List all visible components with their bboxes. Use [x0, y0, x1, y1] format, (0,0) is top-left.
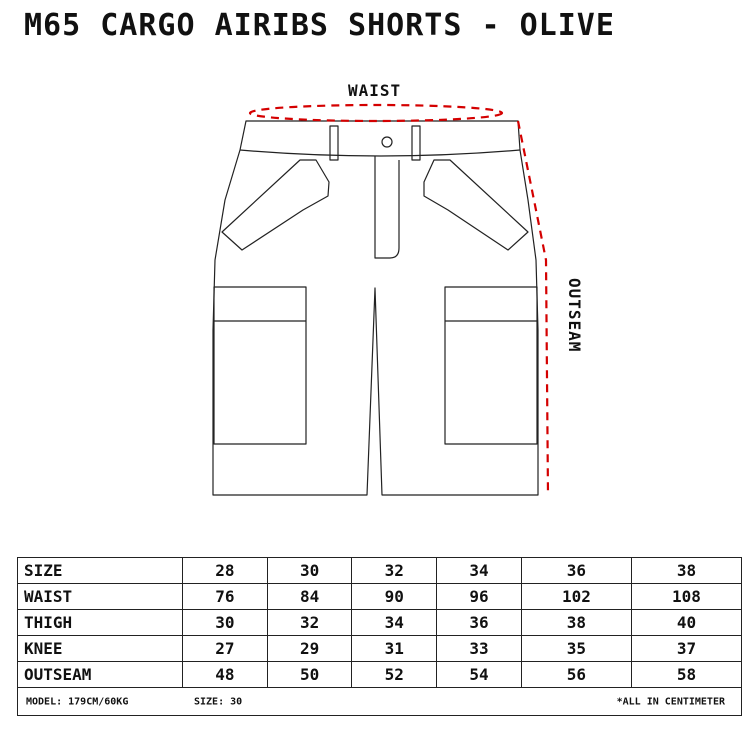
cell: 84 — [266, 583, 353, 610]
waistband — [239, 149, 521, 157]
cell: 38 — [630, 557, 743, 584]
cell: 37 — [630, 635, 743, 662]
cell: 29 — [266, 635, 353, 662]
waist-button — [381, 136, 393, 148]
cell: 56 — [520, 661, 632, 688]
row-label: SIZE — [17, 557, 183, 584]
cell: 35 — [520, 635, 632, 662]
cell: 76 — [182, 583, 268, 610]
cell: 38 — [520, 609, 632, 636]
outseam-row: OUTSEAM 48 50 52 54 56 58 — [17, 661, 743, 688]
page-title: M65 CARGO AIRIBS SHORTS - OLIVE — [24, 8, 615, 43]
thigh-row: THIGH 30 32 34 36 38 40 — [17, 609, 743, 636]
fly-stitch — [374, 156, 400, 259]
cell: 27 — [182, 635, 268, 662]
cell: 36 — [520, 557, 632, 584]
size-row: SIZE 28 30 32 34 36 38 — [17, 557, 743, 584]
belt-loop-right — [411, 125, 421, 161]
row-label: OUTSEAM — [17, 661, 183, 688]
footer-cell: MODEL: 179CM/60KG SIZE: 30 *ALL IN CENTI… — [17, 687, 742, 716]
row-label: KNEE — [17, 635, 183, 662]
cell: 30 — [182, 609, 268, 636]
shorts-outline — [212, 120, 539, 496]
cell: 33 — [436, 635, 522, 662]
outseam-measure-line — [516, 120, 550, 496]
cell: 50 — [266, 661, 353, 688]
cell: 102 — [520, 583, 632, 610]
waist-label: WAIST — [348, 81, 402, 100]
front-pocket-right — [423, 159, 529, 251]
cell: 34 — [436, 557, 522, 584]
cell: 36 — [436, 609, 522, 636]
cell: 40 — [630, 609, 743, 636]
cell: 32 — [266, 609, 353, 636]
cell: 48 — [182, 661, 268, 688]
cell: 54 — [436, 661, 522, 688]
cargo-pocket-left — [213, 286, 307, 445]
cell: 108 — [630, 583, 743, 610]
front-pocket-left — [221, 159, 330, 251]
footer-row: MODEL: 179CM/60KG SIZE: 30 *ALL IN CENTI… — [17, 687, 742, 716]
cell: 90 — [351, 583, 438, 610]
cell: 30 — [266, 557, 353, 584]
cell: 96 — [436, 583, 522, 610]
unit-note: *ALL IN CENTIMETER — [616, 696, 725, 707]
row-label: THIGH — [17, 609, 183, 636]
waist-measure-line — [248, 103, 504, 123]
knee-row: KNEE 27 29 31 33 35 37 — [17, 635, 743, 662]
cell: 34 — [351, 609, 438, 636]
waist-row: WAIST 76 84 90 96 102 108 — [17, 583, 743, 610]
cell: 58 — [630, 661, 743, 688]
cell: 28 — [182, 557, 268, 584]
cell: 52 — [351, 661, 438, 688]
belt-loop-left — [329, 125, 339, 161]
row-label: WAIST — [17, 583, 183, 610]
shorts-diagram — [212, 103, 550, 496]
model-info: MODEL: 179CM/60KG — [26, 696, 129, 707]
cell: 31 — [351, 635, 438, 662]
model-size-info: SIZE: 30 — [194, 696, 243, 707]
outseam-label: OUTSEAM — [565, 278, 584, 353]
size-chart-table: SIZE 28 30 32 34 36 38 WAIST 76 84 90 96… — [17, 557, 743, 716]
cell: 32 — [351, 557, 438, 584]
cargo-pocket-right — [444, 286, 538, 445]
